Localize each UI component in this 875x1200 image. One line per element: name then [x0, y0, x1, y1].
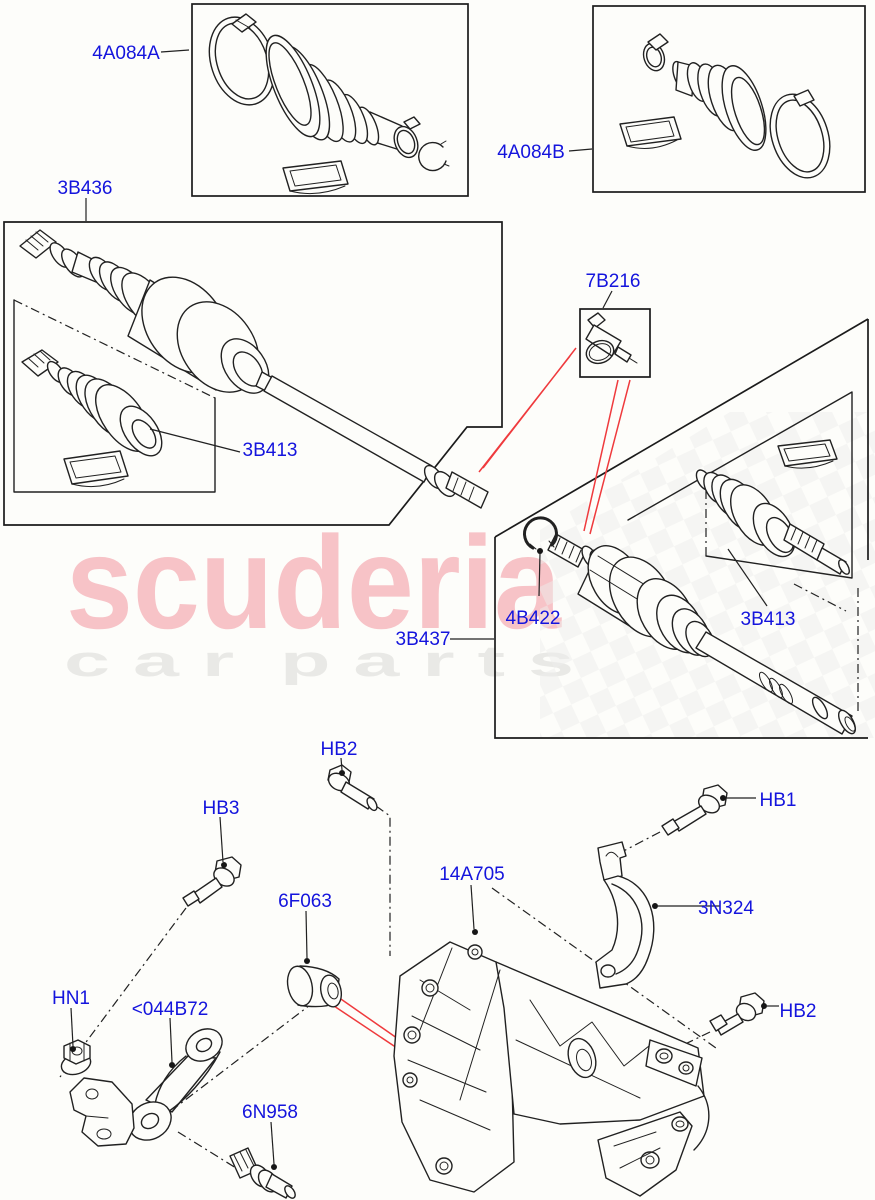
cv-joint-3b413-right [695, 439, 850, 575]
driveshaft-3b437 [547, 533, 857, 735]
driveshaft-3b436 [19, 229, 489, 509]
housing-14a705 [393, 941, 710, 1197]
watermark-title: scuderia [66, 509, 562, 656]
grease-kit-box-7b216 [579, 308, 651, 378]
part-label-hn1[interactable]: HN1 [52, 988, 90, 1009]
halfshaft-box-3b436 [3, 221, 503, 526]
bolt-hb3 [182, 856, 242, 907]
bushing-6f063 [286, 965, 343, 1008]
snap-ring-4b422 [523, 516, 558, 550]
part-label-6n958[interactable]: 6N958 [242, 1102, 298, 1123]
part-label-7b216[interactable]: 7B216 [586, 271, 641, 292]
watermark: scuderia c a r p a r t s [64, 509, 574, 686]
watermark-subtitle: c a r p a r t s [64, 637, 574, 686]
bolt-hb2-bottom [709, 992, 765, 1036]
nut-hn1 [60, 1039, 92, 1076]
halfshaft-box-3b437 [494, 318, 869, 739]
checker-flag-watermark [540, 412, 875, 738]
boot-kit-box-a [191, 3, 469, 197]
bracket-044b72 [69, 1028, 223, 1147]
part-label-3b413-right[interactable]: 3B413 [741, 609, 796, 630]
boot-kit-box-b [592, 5, 866, 193]
part-label-3b436[interactable]: 3B436 [58, 178, 113, 199]
part-label-3b437[interactable]: 3B437 [396, 629, 451, 650]
cv-joint-3b413-left [21, 349, 163, 488]
bolt-hb2-top [327, 764, 378, 812]
part-label-hb2-bottom[interactable]: HB2 [780, 1001, 817, 1022]
snap-ring-small [418, 141, 447, 172]
part-label-044b72[interactable]: <044B72 [132, 999, 209, 1020]
stud-6n958 [229, 1147, 296, 1199]
part-label-hb1[interactable]: HB1 [760, 790, 797, 811]
part-label-3n324[interactable]: 3N324 [698, 898, 754, 919]
part-label-hb2-top[interactable]: HB2 [321, 739, 358, 760]
part-label-14a705[interactable]: 14A705 [439, 864, 505, 885]
part-label-3b413-left[interactable]: 3B413 [243, 440, 298, 461]
part-label-4a084a[interactable]: 4A084A [92, 43, 160, 64]
bolt-hb1 [661, 784, 728, 836]
part-label-hb3[interactable]: HB3 [203, 798, 240, 819]
label-leader-lines [70, 49, 779, 1170]
part-labels: 4A084A 4A084B 3B436 3B413 7B216 4B422 3B… [52, 43, 816, 1123]
cv-joint-inner-box-right [627, 391, 853, 579]
part-label-4b422[interactable]: 4B422 [506, 608, 561, 629]
part-label-6f063[interactable]: 6F063 [278, 891, 332, 912]
bracket-3n324 [595, 841, 655, 989]
red-callout-lines [333, 347, 631, 1051]
part-label-4a084b[interactable]: 4A084B [497, 142, 565, 163]
